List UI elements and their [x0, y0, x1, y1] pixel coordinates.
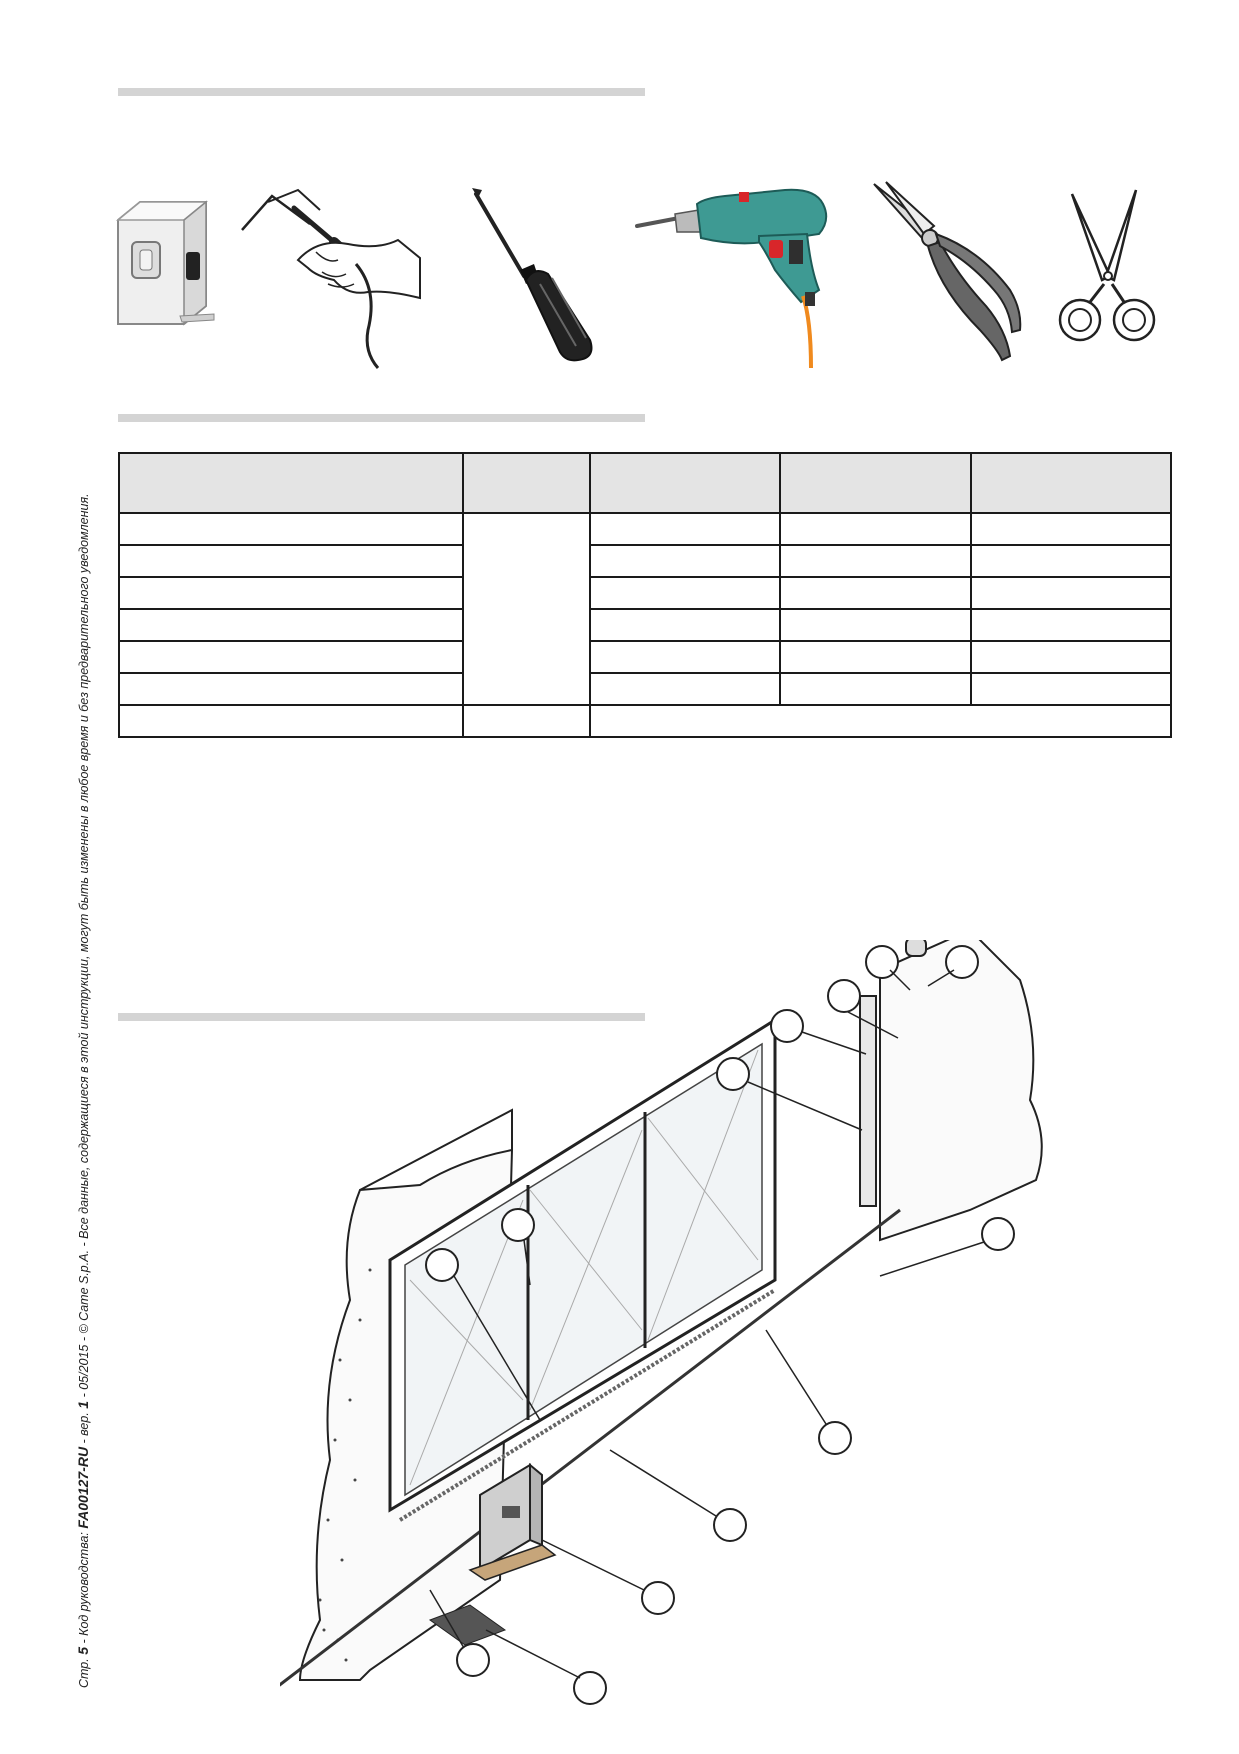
- header-cell: [779, 452, 972, 514]
- table-header-row: [118, 452, 1172, 514]
- electric-drill-icon: [635, 180, 840, 370]
- section-bar-tools: [118, 88, 645, 96]
- flashing-lamp: [905, 940, 927, 957]
- table-row: [118, 608, 1172, 642]
- header-cell: [589, 452, 781, 514]
- screwdriver-icon: [460, 180, 600, 370]
- header-cell: [118, 452, 464, 514]
- guide-rail: [280, 1208, 901, 1687]
- manual-code: FA00127-RU: [75, 1446, 91, 1529]
- right-pillar: [879, 940, 1043, 1242]
- header-cell: [970, 452, 1172, 514]
- soldering-iron-icon: [238, 180, 438, 370]
- table-row: [118, 704, 1172, 738]
- header-cell: [462, 452, 591, 514]
- pliers-icon: [870, 180, 1030, 370]
- gear-motor: [468, 1462, 557, 1581]
- photocell-post: [859, 995, 877, 1207]
- wall-texture: [318, 1268, 372, 1662]
- copyright-notice: - 05/2015 - © Came S.p.A. - Все данные, …: [77, 493, 91, 1401]
- section-bar-installation: [118, 1013, 645, 1021]
- ground-mesh: [428, 1604, 507, 1646]
- page-number: 5: [75, 1647, 91, 1655]
- tape-measure-icon: [110, 180, 230, 370]
- table-row: [118, 512, 1172, 706]
- table-row: [118, 672, 1172, 706]
- cable-table: [118, 452, 1172, 738]
- table-row: [118, 544, 1172, 578]
- tools-row: [110, 180, 1170, 370]
- vertical-footer: Стр. 5 - Код руководства: FA00127-RU - в…: [75, 493, 91, 1688]
- table-row: [118, 640, 1172, 674]
- gate-installation-diagram: [280, 940, 1180, 1720]
- merged-cell: [589, 704, 1172, 738]
- section-bar-cables: [118, 414, 645, 422]
- callout-leaders: [429, 969, 985, 1679]
- scissors-icon: [1050, 180, 1160, 370]
- gear-rack: [398, 1288, 777, 1522]
- merged-cell: [462, 512, 591, 706]
- table-row: [118, 576, 1172, 610]
- version-number: 1: [75, 1400, 91, 1409]
